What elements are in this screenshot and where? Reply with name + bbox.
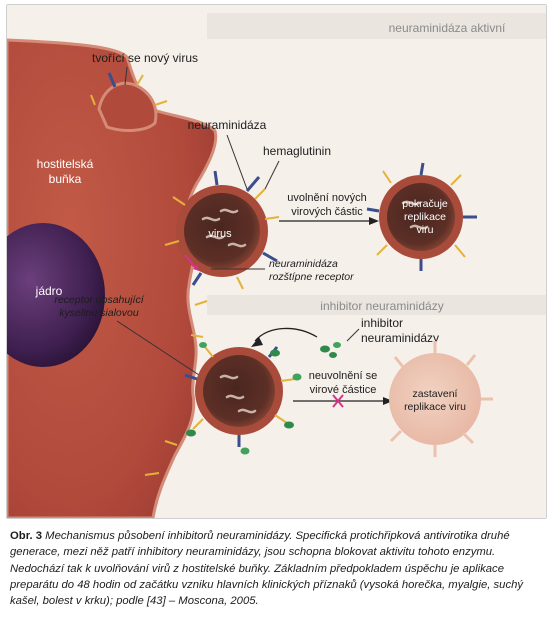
band-bottom-label: inhibitor neuraminidázy xyxy=(320,299,443,313)
cleave-arrow xyxy=(184,254,196,268)
virus-top xyxy=(164,170,280,290)
no-release-label-2: virové částice xyxy=(310,384,377,396)
receptor-label-2: kyselinu sialovou xyxy=(59,307,139,319)
no-release-arrowhead xyxy=(383,397,393,405)
no-release-label-1: neuvolnění se xyxy=(309,370,378,382)
budding-spike xyxy=(90,94,96,106)
virus-label: virus xyxy=(208,228,232,240)
budding-leader xyxy=(124,66,128,86)
virus-released xyxy=(366,162,477,271)
neuraminidase-label: neuraminidáza xyxy=(188,118,267,132)
continue-label-2: replikace xyxy=(404,211,446,223)
caption-label: Obr. 3 xyxy=(10,530,43,542)
budding-spike xyxy=(136,74,144,86)
inhibitor-label-1: inhibitor xyxy=(361,316,403,330)
host-cell-label-1: hostitelská xyxy=(37,157,94,171)
inhibitor-molecules xyxy=(320,342,341,358)
band-top-label: neuraminidáza aktivní xyxy=(389,21,506,35)
figure-frame: neuraminidáza aktivní inhibitor neuramin… xyxy=(6,4,547,519)
host-cell-label-2: buňka xyxy=(49,172,82,186)
caption-text: Mechanismus působení inhibitorů neuramin… xyxy=(10,530,524,608)
budding-label: tvořící se nový virus xyxy=(92,51,198,65)
blocked-cross-icon xyxy=(332,394,344,408)
nucleus-label: jádro xyxy=(35,284,63,298)
receptor-label-1: receptor obsahující xyxy=(54,294,144,306)
hemagglutinin-label: hemaglutinin xyxy=(263,144,331,158)
continue-label-1: pokračuje xyxy=(402,198,448,210)
virus-faded xyxy=(389,341,493,457)
inhibitor-arrowhead xyxy=(251,337,263,347)
caption: Obr. 3 Mechanismus působení inhibitorů n… xyxy=(10,528,542,609)
neuraminidase-leader xyxy=(226,134,248,190)
continue-label-3: viru xyxy=(417,224,434,236)
inhibitor-label-2: neuraminidázy xyxy=(361,331,439,345)
nucleus xyxy=(7,223,105,367)
release-label-1: uvolnění nových xyxy=(287,192,367,204)
budding-spike xyxy=(154,100,168,106)
stopped-label-1: zastavení xyxy=(413,388,458,400)
stopped-label-2: replikace viru xyxy=(404,401,466,413)
release-label-2: virových částic xyxy=(291,206,363,218)
receptor-leader xyxy=(116,320,200,376)
hemagglutinin-leader xyxy=(264,160,280,190)
virus-blocked xyxy=(184,342,302,455)
diagram: neuraminidáza aktivní inhibitor neuramin… xyxy=(7,5,546,518)
band-bottom-bg xyxy=(207,295,546,315)
release-arrowhead xyxy=(369,217,379,225)
cleave-arrowhead xyxy=(193,264,199,271)
inhibitor-arrow xyxy=(254,327,318,342)
cell-receptors xyxy=(144,300,208,476)
cleaves-label-1: neuraminidáza xyxy=(269,258,338,270)
cleaves-label-2: rozštípne receptor xyxy=(269,271,354,283)
inhibitor-leader xyxy=(346,328,360,342)
band-top-bg xyxy=(207,13,546,39)
budding-spike xyxy=(107,72,117,88)
